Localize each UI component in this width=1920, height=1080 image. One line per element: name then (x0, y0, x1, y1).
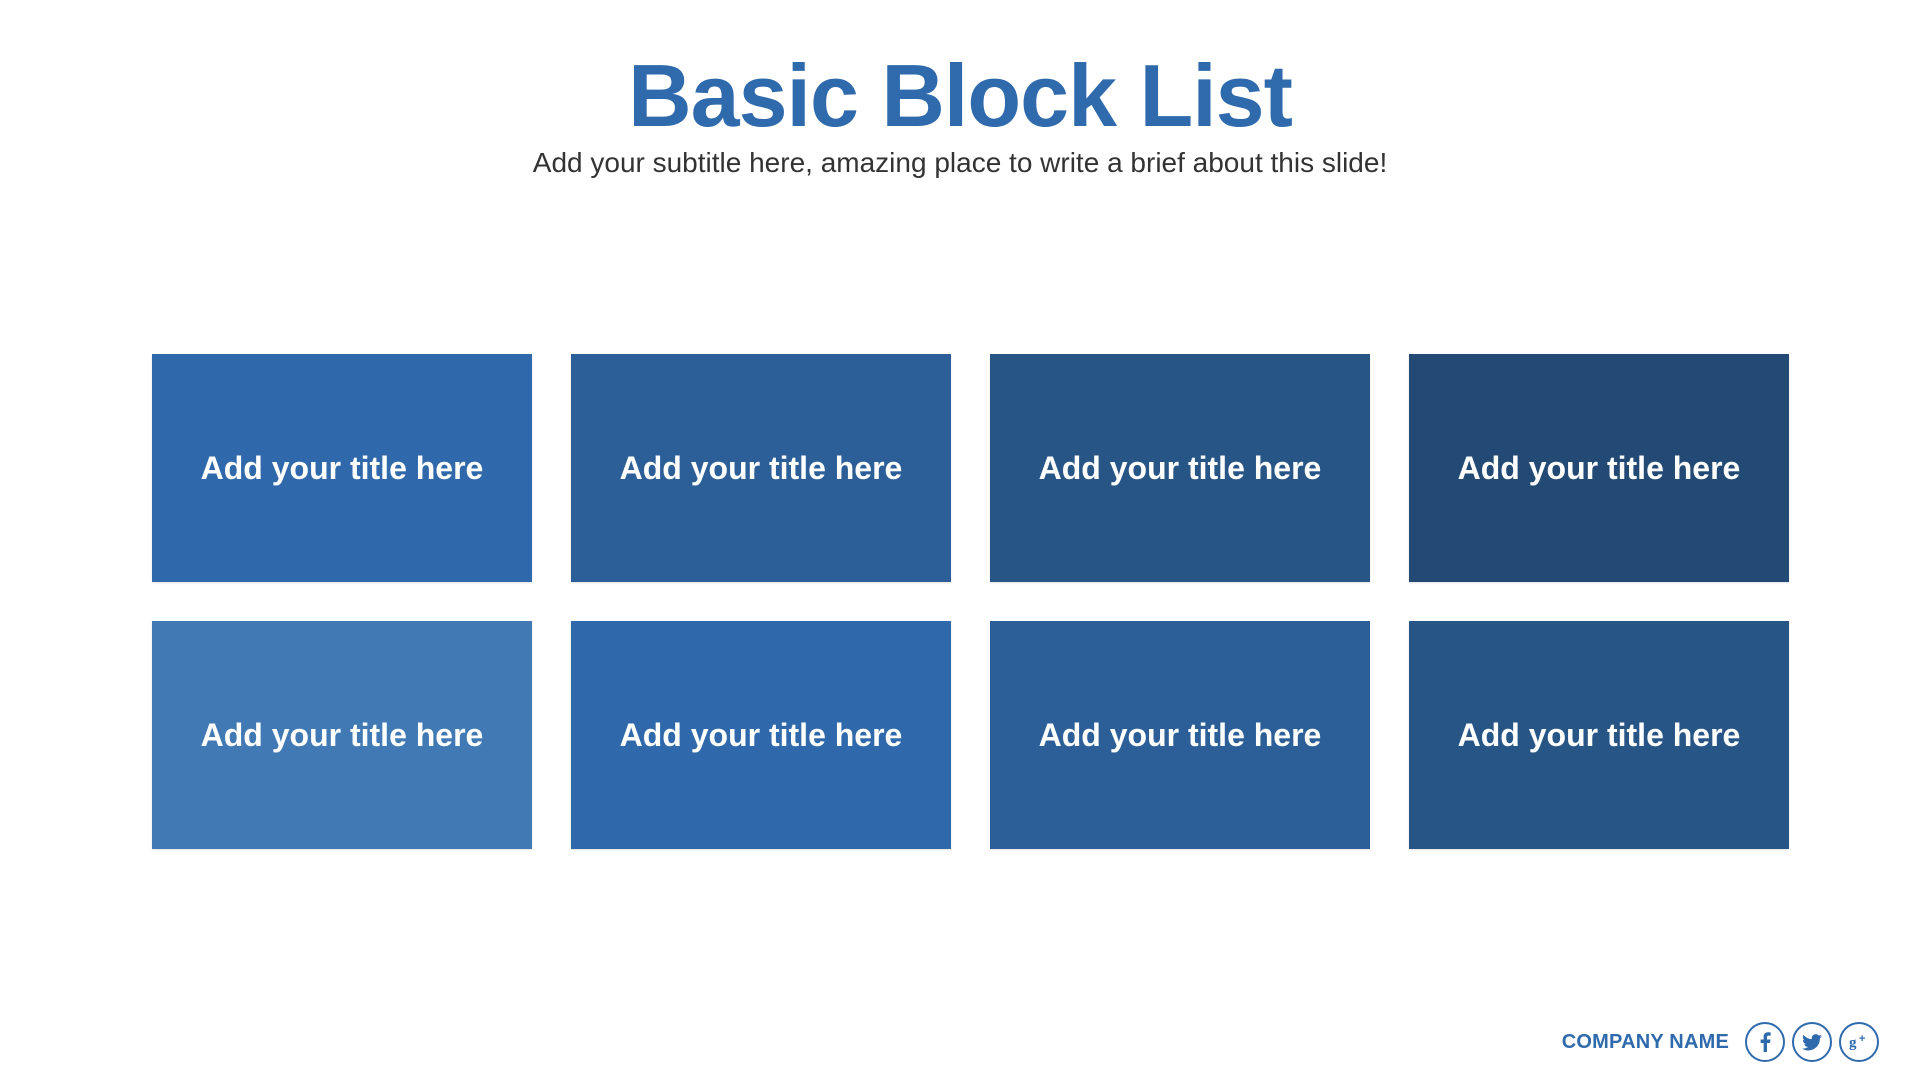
svg-text:+: + (1859, 1033, 1865, 1045)
footer: COMPANY NAME g + (1562, 1022, 1879, 1062)
block-2: Add your title here (571, 354, 951, 582)
page-subtitle: Add your subtitle here, amazing place to… (532, 147, 1388, 178)
twitter-icon[interactable] (1792, 1022, 1832, 1062)
page-title: Basic Block List (628, 46, 1293, 145)
block-1: Add your title here (152, 354, 532, 582)
company-name: COMPANY NAME (1561, 1030, 1729, 1053)
block-title: Add your title here (619, 449, 903, 486)
block-7: Add your title here (990, 621, 1370, 849)
block-title: Add your title here (200, 716, 484, 753)
block-title: Add your title here (200, 449, 484, 486)
block-8: Add your title here (1409, 621, 1789, 849)
block-title: Add your title here (1457, 716, 1741, 753)
block-5: Add your title here (152, 621, 532, 849)
block-4: Add your title here (1409, 354, 1789, 582)
block-title: Add your title here (1038, 449, 1322, 486)
svg-text:g: g (1849, 1035, 1857, 1051)
block-6: Add your title here (571, 621, 951, 849)
facebook-icon[interactable] (1745, 1022, 1785, 1062)
google-plus-icon[interactable]: g + (1839, 1022, 1879, 1062)
block-3: Add your title here (990, 354, 1370, 582)
block-title: Add your title here (619, 716, 903, 753)
block-title: Add your title here (1457, 449, 1741, 486)
block-title: Add your title here (1038, 716, 1322, 753)
